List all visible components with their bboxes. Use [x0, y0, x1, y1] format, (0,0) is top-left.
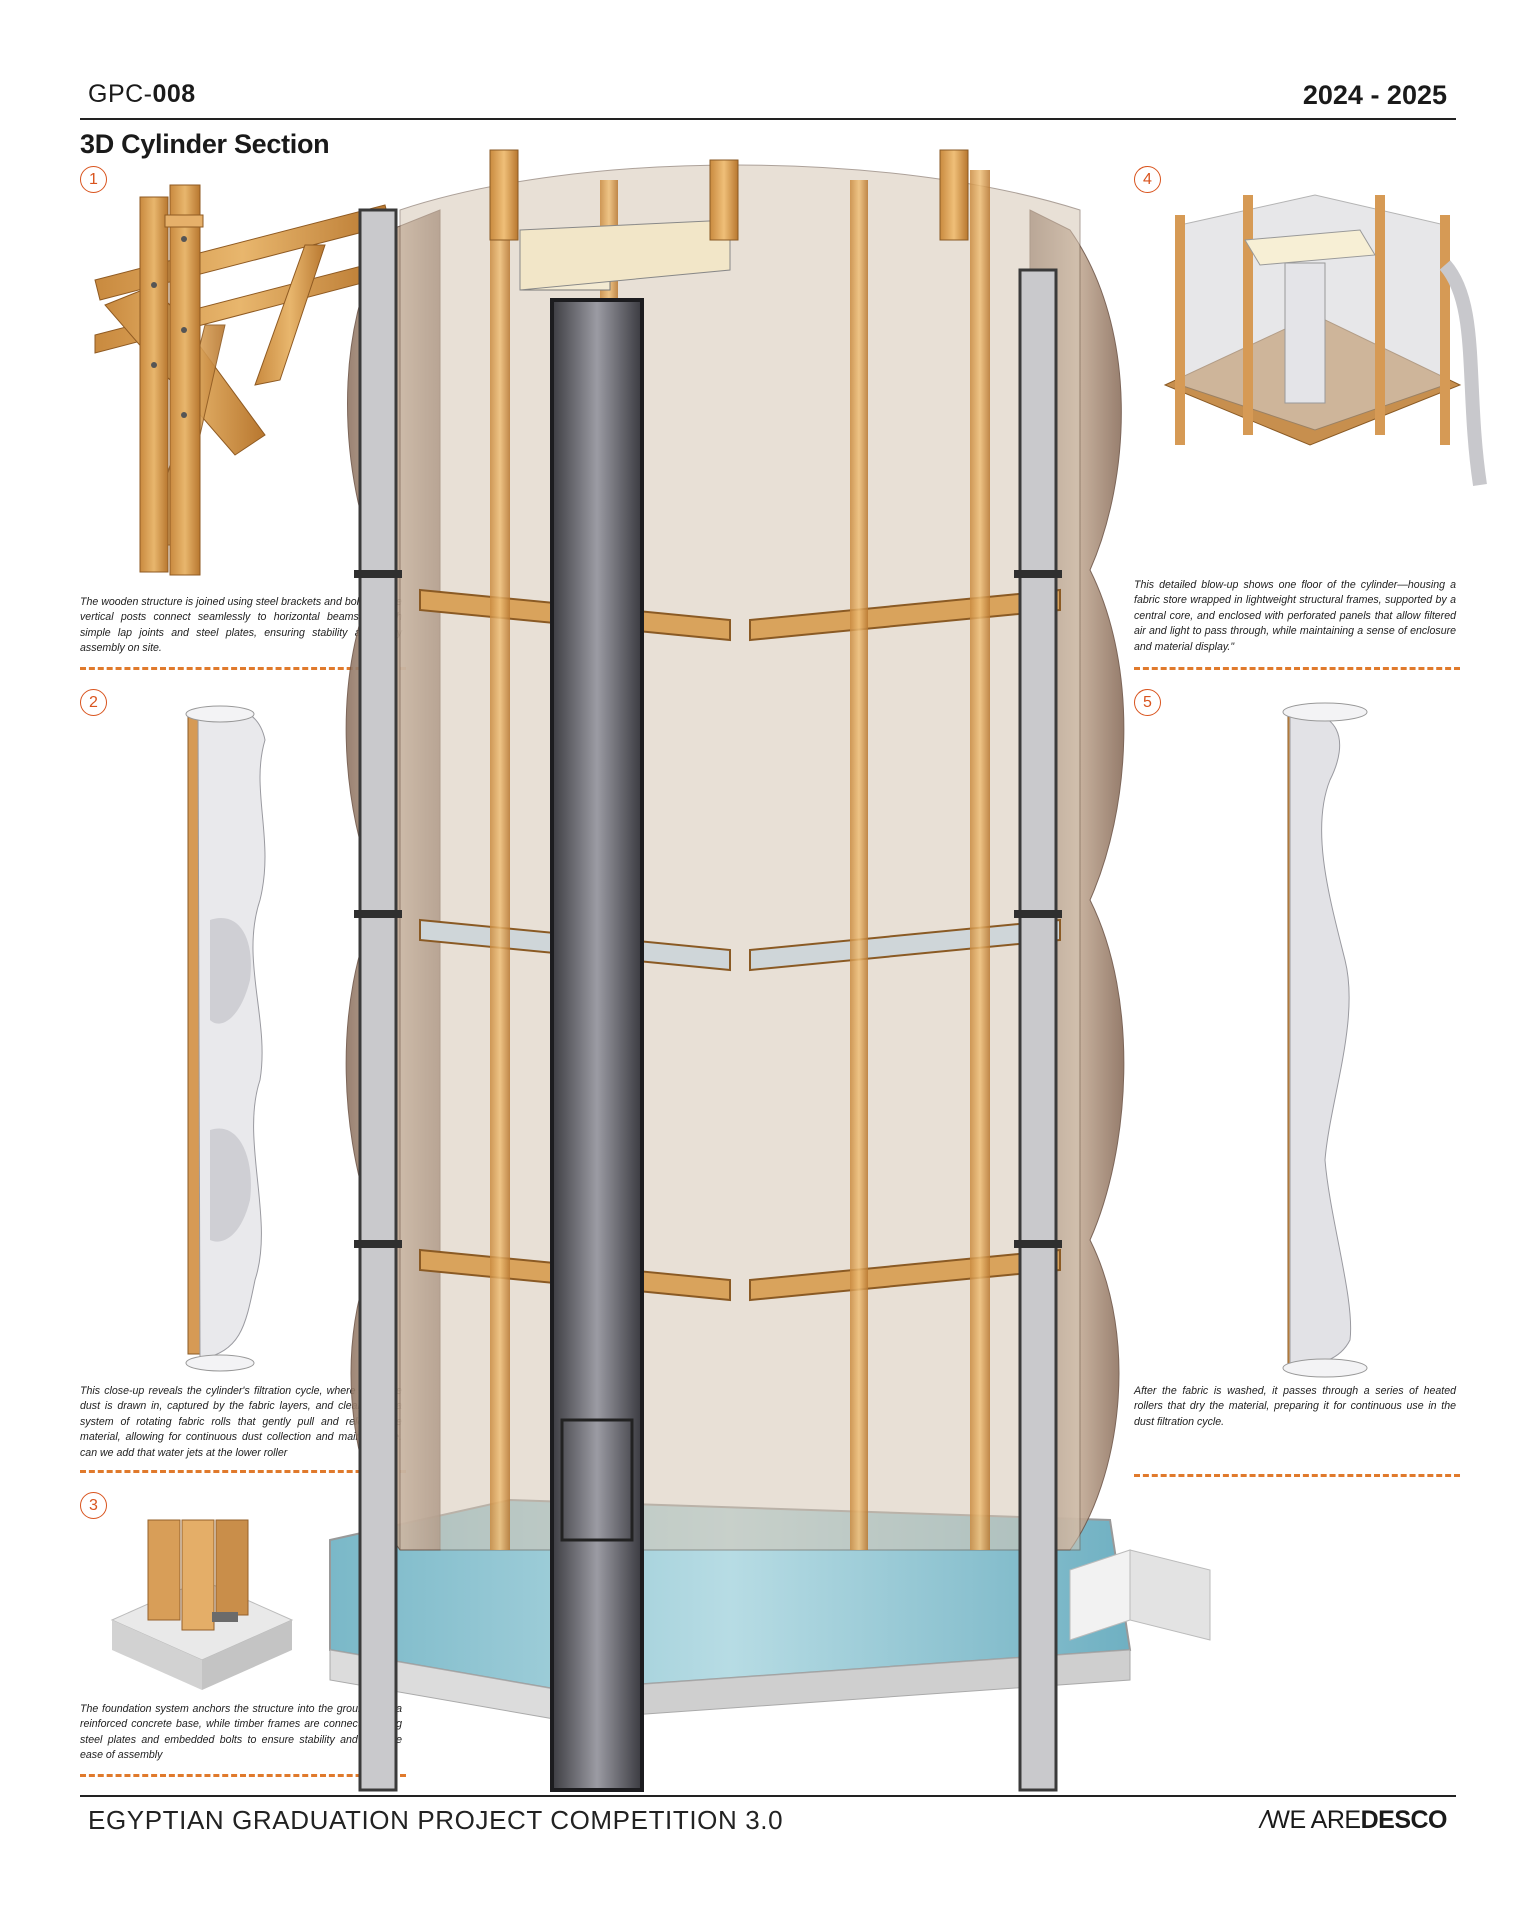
- fabric-roller-illustration: [185, 705, 266, 1372]
- detail-divider-5: [1134, 1474, 1460, 1477]
- code-prefix: GPC-: [88, 80, 153, 108]
- detail-caption-4: This detailed blow-up shows one floor of…: [1134, 579, 1456, 653]
- foundation-illustration: [110, 1519, 294, 1690]
- detail-number-2: 2: [80, 689, 107, 716]
- detail-divider-4: [1134, 667, 1460, 670]
- competition-name: EGYPTIAN GRADUATION PROJECT COMPETITION …: [88, 1805, 784, 1835]
- detail-number-1: 1: [80, 166, 107, 193]
- project-code: GPC-008: [88, 80, 196, 109]
- detail-caption-1: The wooden structure is joined using ste…: [80, 596, 402, 655]
- detail-caption-3: The foundation system anchors the struct…: [80, 1703, 402, 1762]
- project-year: 2024 - 2025: [1302, 80, 1447, 110]
- detail-number-5: 5: [1134, 689, 1161, 716]
- brand-logo: /WE AREDESCO: [1259, 1806, 1448, 1835]
- heated-roller-illustration: [1282, 702, 1368, 1378]
- header-rule: [80, 118, 1456, 120]
- detail-divider-2: [80, 1470, 406, 1473]
- detail-number-4: 4: [1134, 166, 1161, 193]
- timber-joint-illustration: [94, 184, 391, 576]
- brand-bold: DESCO: [1360, 1806, 1448, 1834]
- brand-slash: /: [1259, 1806, 1267, 1834]
- floor-blowup-illustration: [1163, 194, 1487, 487]
- code-number: 008: [152, 80, 196, 108]
- footer-rule: [80, 1795, 1456, 1797]
- detail-caption-5: After the fabric is washed, it passes th…: [1134, 1385, 1456, 1428]
- detail-caption-2: This close-up reveals the cylinder's fil…: [80, 1385, 402, 1459]
- detail-number-3: 3: [80, 1492, 107, 1519]
- detail-divider-1: [80, 667, 406, 670]
- brand-light: WE ARE: [1266, 1806, 1361, 1834]
- cylinder-section-illustration: [329, 149, 1211, 1792]
- detail-divider-3: [80, 1774, 406, 1777]
- page-title: 3D Cylinder Section: [80, 129, 330, 159]
